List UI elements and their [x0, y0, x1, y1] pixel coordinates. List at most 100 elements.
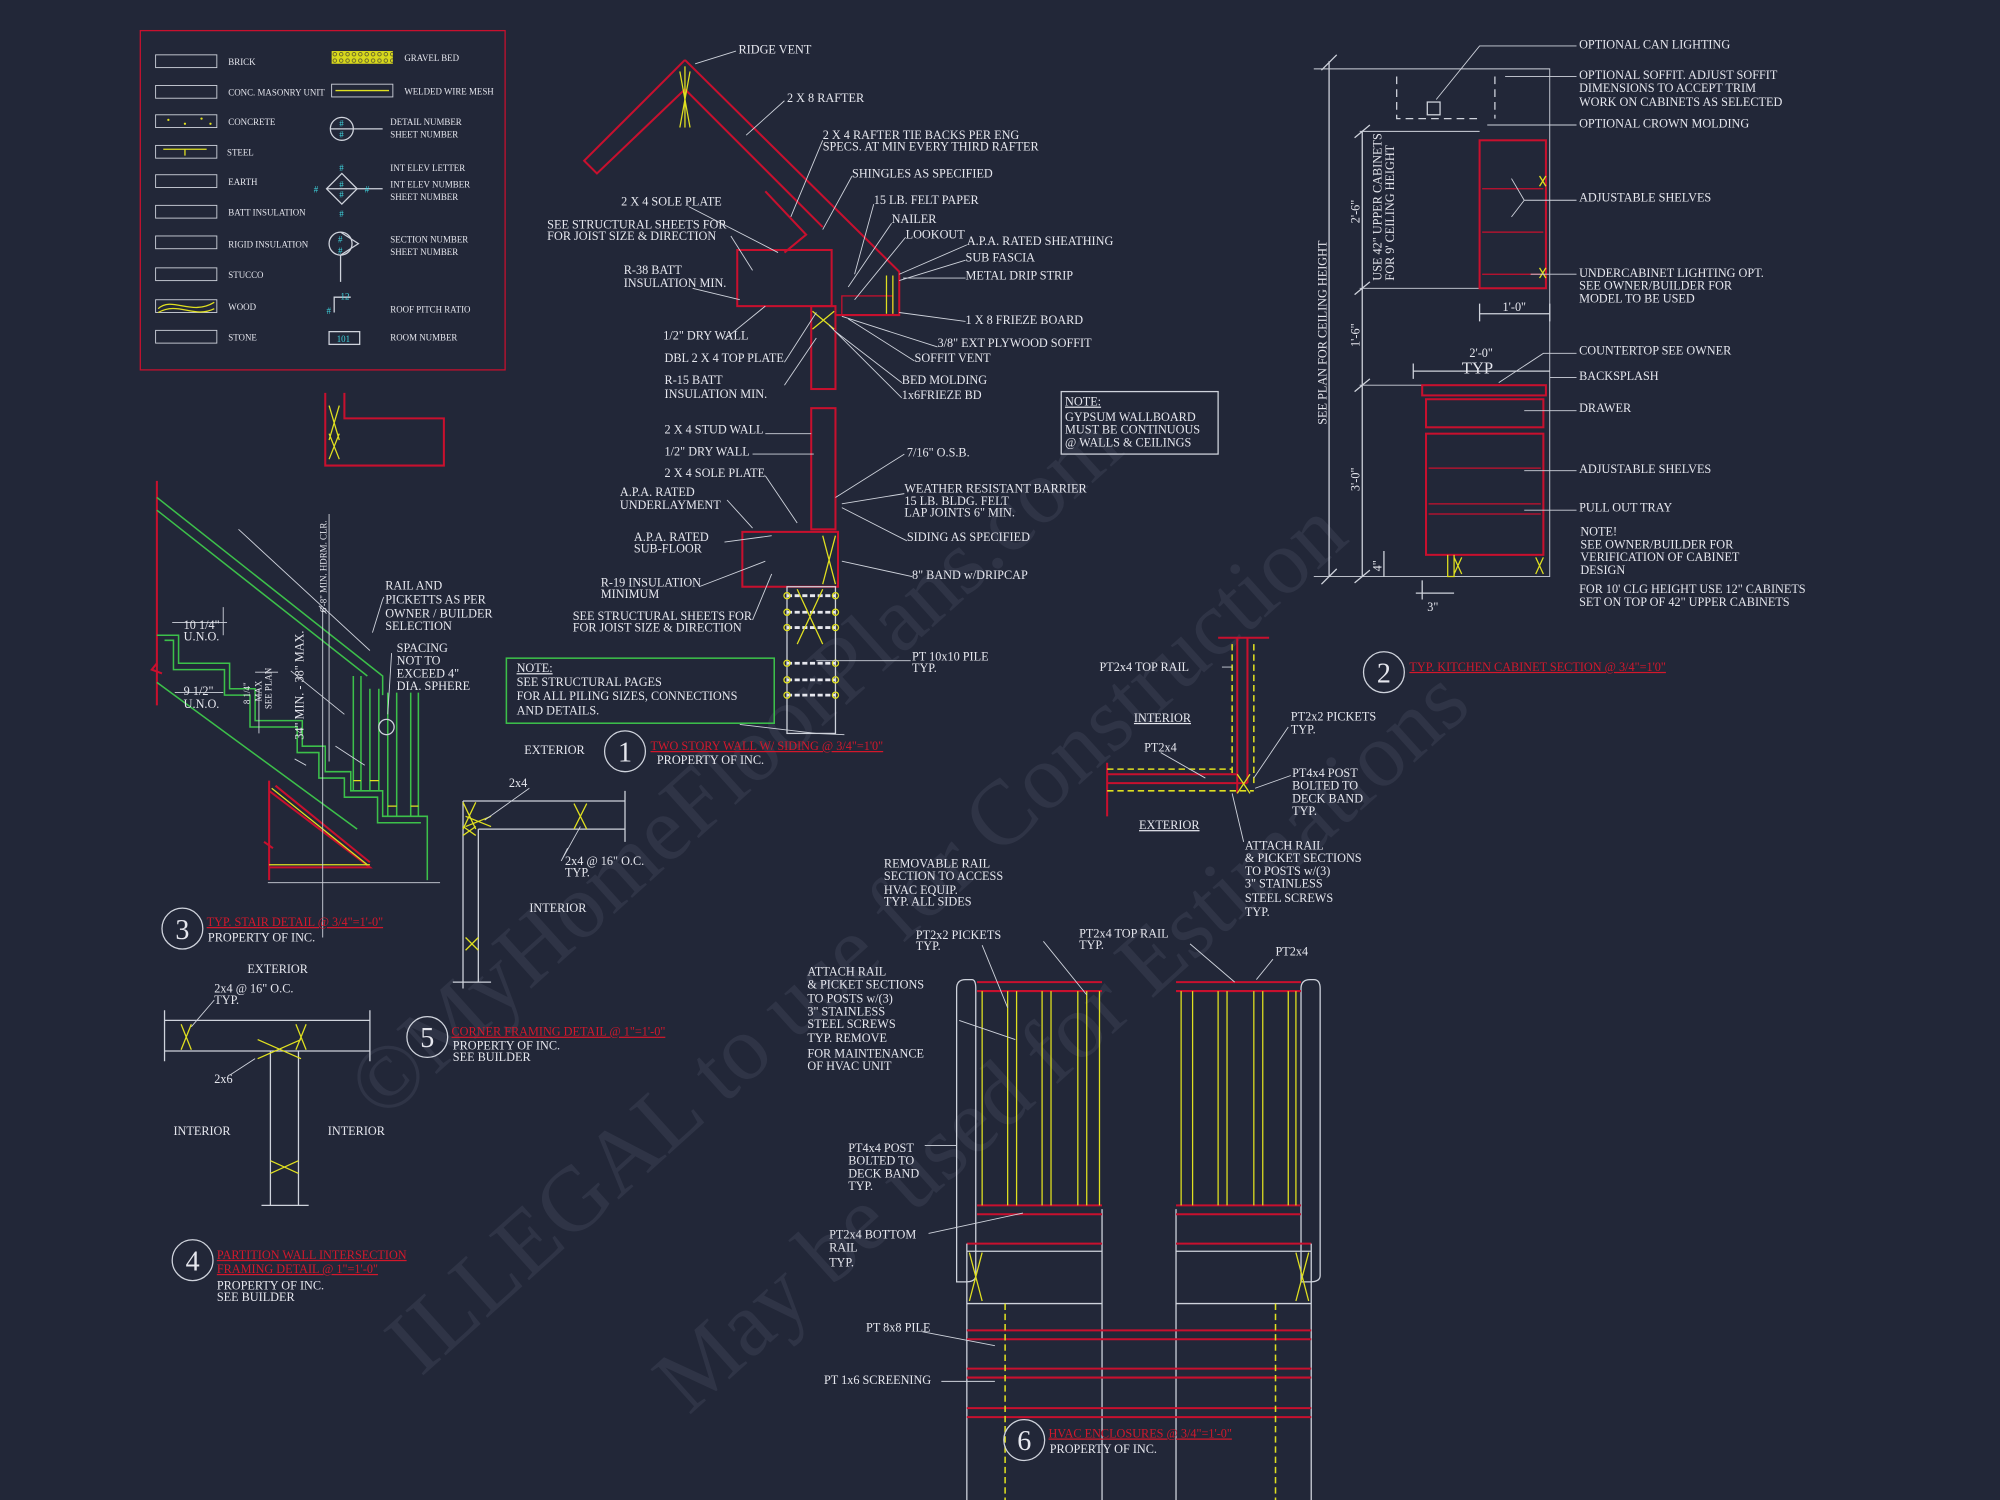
cabinet-note-3: VERIFICATION OF CABINET [1580, 550, 1740, 564]
dim-tread-2-uno: U.N.O. [184, 697, 220, 711]
label-partition-stud-1: 2x4 @ 16" O.C. [214, 981, 293, 995]
label-undercabinet-3: MODEL TO BE USED [1579, 291, 1695, 305]
dim-tread-2: 9 1/2" [184, 684, 214, 698]
legend-mesh: WELDED WIRE MESH [404, 86, 494, 96]
label-sole-plate: 2 X 4 SOLE PLATE [665, 466, 766, 480]
label-drawer: DRAWER [1579, 401, 1632, 415]
piling-note-box [505, 657, 775, 724]
stair-rail-note-4: SELECTION [385, 619, 452, 633]
detail-1-property: PROPERTY OF INC. [657, 753, 764, 767]
label-partition-2x6: 2x6 [214, 1072, 232, 1086]
label-osb: 7/16" O.S.B. [907, 446, 970, 460]
dim-tread-1-uno: U.N.O. [184, 629, 220, 643]
cabinet-note-2: SEE OWNER/BUILDER FOR [1580, 537, 1734, 551]
cabinet-10ft-note-2: SET ON TOP OF 42" UPPER CABINETS [1579, 595, 1790, 609]
detail-1-title: TWO STORY WALL W/ SIDING @ 3/4"=1'0" [651, 739, 884, 753]
label-corner-2x4: 2x4 [509, 776, 527, 790]
stair-rail-note-3: OWNER / BUILDER [385, 606, 493, 620]
legend-sheet-number-3: SHEET NUMBER [390, 247, 458, 257]
legend-hash-5: # [339, 190, 344, 200]
legend-int-elev-number: INT ELEV NUMBER [390, 180, 470, 190]
detail-3-stair: RAIL AND PICKETTS AS PER OWNER / BUILDER… [150, 392, 493, 950]
label-barrier-1: WEATHER RESISTANT BARRIER [904, 481, 1087, 495]
detail-5-marker [406, 1015, 449, 1059]
gypsum-note-line-1: GYPSUM WALLBOARD [1065, 410, 1196, 424]
label-pull-out: PULL OUT TRAY [1579, 500, 1672, 514]
hvac-attach-5: STEEL SCREWS [807, 1017, 895, 1031]
hvac-pt2x4: PT2x4 [1276, 944, 1309, 958]
legend-concrete: CONCRETE [228, 117, 275, 127]
gypsum-note-title: NOTE: [1065, 395, 1101, 409]
cabinet-10ft-note-1: FOR 10' CLG HEIGHT USE 12" CABINETS [1579, 582, 1806, 596]
legend-swatches [155, 51, 394, 346]
label-partition-interior-right: INTERIOR [328, 1124, 386, 1138]
legend-hash-11: # [327, 306, 332, 316]
legend-hash-6: # [339, 209, 344, 219]
dim-depth-base: 2'-0" [1469, 346, 1493, 360]
label-sole-plate-top: 2 X 4 SOLE PLATE [621, 194, 722, 208]
detail-5-title: CORNER FRAMING DETAIL @ 1"=1'-0" [452, 1025, 666, 1039]
piling-note-line-2: FOR ALL PILING SIZES, CONNECTIONS [517, 689, 738, 703]
detail-2-cabinet-section: OPTIONAL CAN LIGHTING OPTIONAL SOFFIT. A… [1313, 37, 1806, 694]
label-sheathing: A.P.A. RATED SHEATHING [967, 234, 1114, 248]
rail-plan-drawing [1106, 636, 1291, 842]
hvac-drawing [922, 941, 1321, 1500]
hvac-bottom-rail-1: PT2x4 BOTTOM [829, 1228, 916, 1242]
legend-steel: STEEL [227, 148, 254, 158]
legend-hash-8: # [365, 185, 370, 195]
label-r15-2: INSULATION MIN. [665, 387, 768, 401]
dim-toe: 4" [1370, 560, 1384, 571]
stair-rail-note-2: PICKETTS AS PER [385, 592, 486, 606]
legend-hash-2: # [339, 130, 344, 140]
detail-4-title-1: PARTITION WALL INTERSECTION [217, 1248, 407, 1262]
label-countertop: COUNTERTOP SEE OWNER [1579, 344, 1732, 358]
hvac-removable-4: TYP. ALL SIDES [884, 895, 972, 909]
stair-spacing-4: DIA. SPHERE [397, 679, 470, 693]
piling-note-line-1: SEE STRUCTURAL PAGES [517, 675, 662, 689]
label-rail-attach-3: TO POSTS w/(3) [1245, 864, 1330, 878]
label-tie-backs-2: SPECS. AT MIN EVERY THIRD RAFTER [823, 140, 1040, 154]
hvac-attach-6: TYP. REMOVE [807, 1031, 887, 1045]
label-partition-exterior: EXTERIOR [247, 962, 308, 976]
legend-sheet-number-2: SHEET NUMBER [390, 192, 458, 202]
detail-4-number: 4 [186, 1246, 200, 1277]
dim-riser: 8 1/4" [242, 682, 252, 704]
detail-3-number: 3 [175, 915, 189, 946]
detail-1-number: 1 [618, 737, 632, 768]
label-r38-2: INSULATION MIN. [624, 276, 727, 290]
hvac-removable-2: SECTION TO ACCESS [884, 869, 1003, 883]
label-soffit-3: WORK ON CABINETS AS SELECTED [1579, 95, 1782, 109]
detail-3-title: TYP. STAIR DETAIL @ 3/4"=1'-0" [207, 915, 383, 929]
label-soffit: 3/8" EXT PLYWOOD SOFFIT [938, 336, 1093, 350]
label-stud-wall: 2 X 4 STUD WALL [665, 423, 764, 437]
corner-framing-drawing [452, 787, 626, 989]
legend-hash-3: # [339, 163, 344, 173]
label-undercabinet-2: SEE OWNER/BUILDER FOR [1579, 279, 1733, 293]
label-subfloor-2: SUB-FLOOR [634, 541, 703, 555]
legend-earth: EARTH [228, 177, 258, 187]
legend-stone: STONE [228, 333, 257, 343]
detail-4-title-2: FRAMING DETAIL @ 1"=1'-0" [217, 1262, 378, 1276]
label-rail-post-3: DECK BAND [1292, 791, 1363, 805]
detail-2-title: TYP. KITCHEN CABINET SECTION @ 3/4"=1'0" [1409, 660, 1665, 674]
label-rail-screws-1: STEEL SCREWS [1245, 891, 1333, 905]
label-exterior: EXTERIOR [524, 743, 585, 757]
hvac-attach-3: TO POSTS w/(3) [807, 992, 892, 1006]
legend-section-number: SECTION NUMBER [390, 234, 468, 244]
stair-drawing [150, 392, 445, 938]
label-soffit-2: DIMENSIONS TO ACCEPT TRIM [1579, 81, 1756, 95]
legend-pitch-value: 12 [341, 292, 350, 302]
label-bed-molding: BED MOLDING [902, 373, 987, 387]
label-soffit-1: OPTIONAL SOFFIT. ADJUST SOFFIT [1579, 68, 1778, 82]
detail-5-corner-framing: 2x4 2x4 @ 16" O.C. TYP. INTERIOR 5 CORNE… [406, 776, 666, 1064]
label-rail-attach-2: & PICKET SECTIONS [1245, 851, 1362, 865]
label-frieze: 1 X 8 FRIEZE BOARD [966, 313, 1084, 327]
legend-roof-pitch: ROOF PITCH RATIO [390, 305, 471, 315]
label-nailer: NAILER [892, 212, 938, 226]
label-partition-interior-left: INTERIOR [173, 1124, 231, 1138]
hvac-removable-1: REMOVABLE RAIL [884, 856, 990, 870]
dim-headroom: 6'-8" MIN. HDRM. CLR. [319, 520, 329, 612]
hvac-post-3: DECK BAND [848, 1166, 919, 1180]
label-crown: OPTIONAL CROWN MOLDING [1579, 117, 1749, 131]
